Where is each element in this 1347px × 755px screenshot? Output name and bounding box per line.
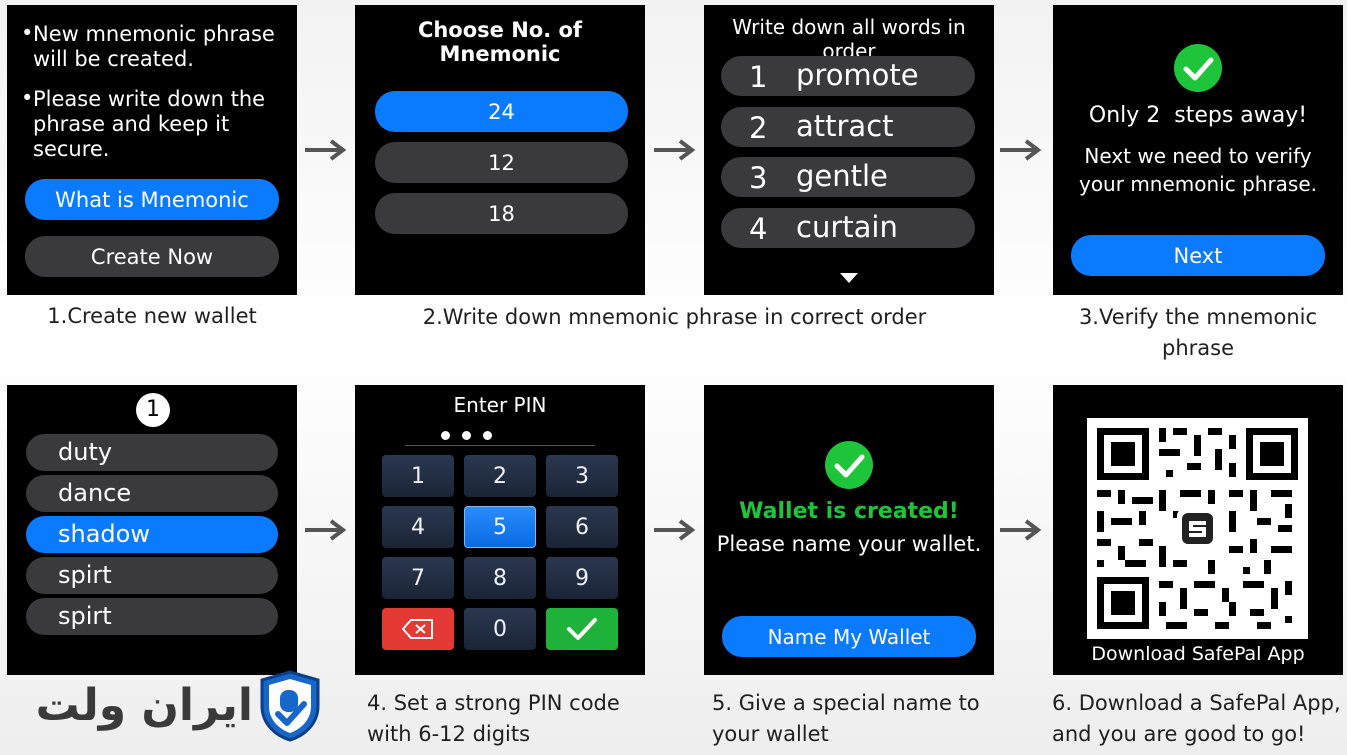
screen-create-wallet: • New mnemonic phrase will be created. •… [7, 5, 297, 295]
next-button[interactable]: Next [1071, 235, 1325, 276]
arrow-right-icon [654, 519, 696, 541]
check-circle-icon [825, 441, 873, 489]
screen-wallet-created: Wallet is created! Please name your wall… [704, 385, 994, 675]
arrow-right-icon [1000, 519, 1042, 541]
mnemonic-option-24[interactable]: 24 [375, 91, 628, 132]
word-option[interactable]: spirt [26, 557, 278, 594]
backspace-icon [402, 619, 433, 639]
pin-key-1[interactable]: 1 [382, 455, 454, 497]
pin-key-6[interactable]: 6 [546, 506, 618, 548]
caption-step-4: 4. Set a strong PIN code with 6-12 digit… [367, 691, 620, 746]
word-option[interactable]: dance [26, 475, 278, 512]
screen-word-select: 1 duty dance shadow spirt spirt [7, 385, 297, 675]
bullet-write-down: Please write down the phrase and keep it… [33, 87, 266, 161]
pin-key-4[interactable]: 4 [382, 506, 454, 548]
caption-step-6: 6. Download a SafePal App, and you are g… [1052, 691, 1341, 746]
what-is-mnemonic-button[interactable]: What is Mnemonic [25, 179, 279, 220]
mnemonic-option-18[interactable]: 18 [375, 193, 628, 234]
wallet-created-title: Wallet is created! [739, 499, 959, 524]
scroll-down-icon[interactable] [839, 272, 859, 284]
screen-title: Write down all words in order [732, 15, 966, 63]
pin-key-5[interactable]: 5 [464, 506, 536, 548]
pin-title: Enter PIN [453, 393, 547, 417]
screen-title: Choose No. of Mnemonic [417, 18, 583, 66]
arrow-right-icon [305, 519, 347, 541]
pin-key-8[interactable]: 8 [464, 557, 536, 599]
caption-step-5: 5. Give a special name to your wallet [712, 691, 980, 746]
name-wallet-message: Please name your wallet. [716, 532, 982, 556]
verify-message: Next we need to verify your mnemonic phr… [1078, 144, 1318, 196]
screen-verify: Only 2 steps away! Next we need to verif… [1053, 5, 1343, 295]
check-icon [567, 618, 597, 640]
delete-button[interactable] [382, 608, 454, 650]
confirm-button[interactable] [546, 608, 618, 650]
caption-step-2: 2.Write down mnemonic phrase in correct … [422, 305, 927, 329]
qr-code-image [1097, 428, 1298, 629]
logo-text: ایران ولت [35, 680, 253, 731]
screen-choose-mnemonic: Choose No. of Mnemonic 24 12 18 [355, 5, 645, 295]
qr-code[interactable] [1087, 418, 1308, 639]
pin-dots [435, 431, 495, 441]
steps-away-title: Only 2 steps away! [1088, 103, 1308, 128]
mnemonic-option-12[interactable]: 12 [375, 142, 628, 183]
screen-download-app: Download SafePal App [1053, 385, 1343, 675]
pin-key-9[interactable]: 9 [546, 557, 618, 599]
pin-key-7[interactable]: 7 [382, 557, 454, 599]
download-app-caption: Download SafePal App [1091, 643, 1305, 665]
caption-step-1: 1.Create new wallet [47, 304, 257, 328]
step-number-badge: 1 [136, 393, 170, 427]
word-option[interactable]: spirt [26, 598, 278, 635]
word-option[interactable]: duty [26, 434, 278, 471]
pin-key-2[interactable]: 2 [464, 455, 536, 497]
screen-enter-pin: Enter PIN 1 2 3 4 5 6 7 8 9 0 [355, 385, 645, 675]
word-option-selected[interactable]: shadow [26, 516, 278, 553]
arrow-right-icon [305, 139, 347, 161]
bullet-new-phrase: New mnemonic phrase will be created. [33, 22, 275, 71]
pin-key-3[interactable]: 3 [546, 455, 618, 497]
create-now-button[interactable]: Create Now [25, 236, 279, 277]
caption-step-3: 3.Verify the mnemonic phrase [1078, 305, 1318, 360]
name-my-wallet-button[interactable]: Name My Wallet [722, 616, 976, 657]
pin-underline [405, 445, 595, 446]
pin-key-0[interactable]: 0 [464, 608, 536, 650]
iran-wallet-logo: ایران ولت [8, 670, 326, 750]
arrow-right-icon [654, 139, 696, 161]
check-circle-icon [1174, 44, 1222, 92]
shield-check-icon [260, 670, 320, 742]
arrow-right-icon [1000, 139, 1042, 161]
